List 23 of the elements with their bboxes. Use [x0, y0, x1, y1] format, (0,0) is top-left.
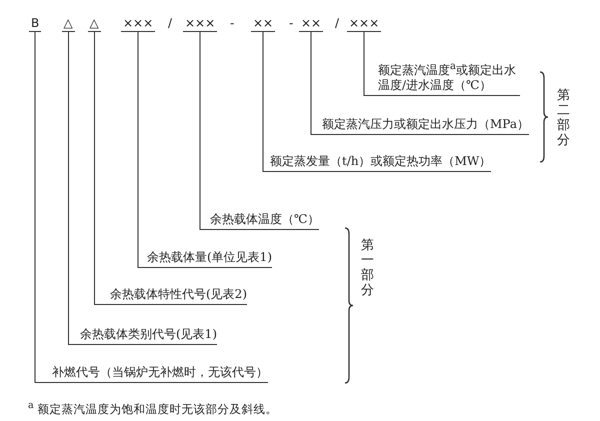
- leader-line: [138, 32, 148, 268]
- leader-line: [68, 32, 80, 345]
- description-text: 补燃代号（当锅炉无补燃时，无该代号）: [52, 365, 268, 383]
- section-label: 第一部分: [361, 238, 374, 298]
- description-text: 额定蒸汽温度$^{a}$或额定出水温度/进水温度（℃）: [378, 59, 520, 96]
- leader-line: [310, 32, 322, 135]
- footnote: $^{a}$ 额定蒸汽温度为饱和温度时无该部分及斜线。: [28, 399, 278, 417]
- description-text: 余热载体特性代号(见表2): [110, 287, 247, 305]
- description-text: 额定蒸发量（t/h）或额定热功率（MW）: [270, 154, 492, 172]
- description-text: 余热载体类别代号(见表1): [80, 327, 217, 345]
- description-text: 余热载体量(单位见表1): [147, 250, 272, 268]
- description-text: 余热载体温度（℃）: [210, 212, 320, 230]
- leader-line: [34, 32, 52, 383]
- separator-symbol: /: [168, 17, 172, 30]
- section-label: 第二部分: [557, 88, 570, 148]
- description-text: 额定蒸汽压力或额定出水压力（MPa）: [322, 117, 529, 135]
- separator-symbol: -: [289, 17, 294, 30]
- leader-line: [262, 32, 270, 172]
- leader-line: [200, 32, 210, 230]
- leader-line: [94, 32, 110, 305]
- separator-symbol: -: [230, 17, 234, 30]
- leader-line: [364, 32, 378, 96]
- separator-symbol: /: [335, 17, 340, 30]
